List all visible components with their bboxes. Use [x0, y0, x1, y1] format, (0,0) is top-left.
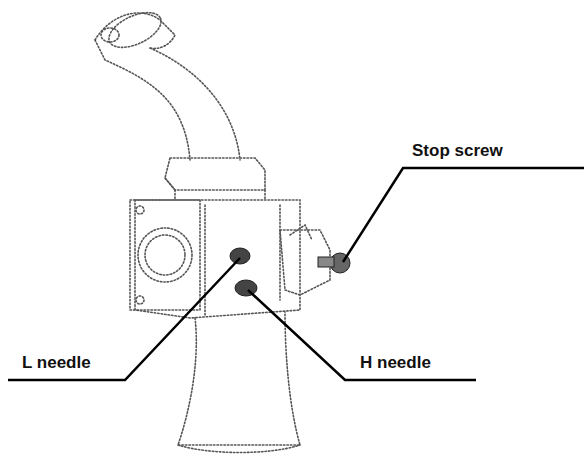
leader-line: [8, 258, 240, 380]
body-joint: [175, 190, 265, 200]
flange-hole: [136, 296, 144, 304]
body-edges: [205, 205, 280, 315]
leader-line: [343, 168, 584, 262]
flange: [130, 200, 200, 310]
body: [135, 200, 300, 318]
stop-screw-shaft: [318, 257, 334, 267]
funnel-rim: [178, 445, 300, 453]
flange-bore: [138, 228, 192, 282]
part-label: L needle: [22, 354, 91, 373]
pipe-left: [95, 40, 190, 160]
leader-lines: [8, 168, 584, 380]
carburetor-outline: [95, 5, 330, 452]
part-label: Stop screw: [412, 142, 503, 161]
pipe-mouth: [104, 5, 167, 54]
flange-hole: [136, 206, 144, 214]
plate-edge: [165, 178, 175, 190]
top-plate: [165, 158, 265, 190]
pipe-ring: [101, 28, 119, 42]
leader-line: [248, 290, 476, 380]
funnel: [178, 312, 300, 445]
l-needle-head: [230, 248, 250, 264]
part-label: H needle: [360, 354, 431, 373]
lever: [290, 225, 312, 240]
pipe-right: [150, 48, 240, 160]
pipe-top: [95, 13, 175, 48]
flange-bore-inner: [145, 235, 185, 275]
adjusters: [230, 248, 350, 296]
